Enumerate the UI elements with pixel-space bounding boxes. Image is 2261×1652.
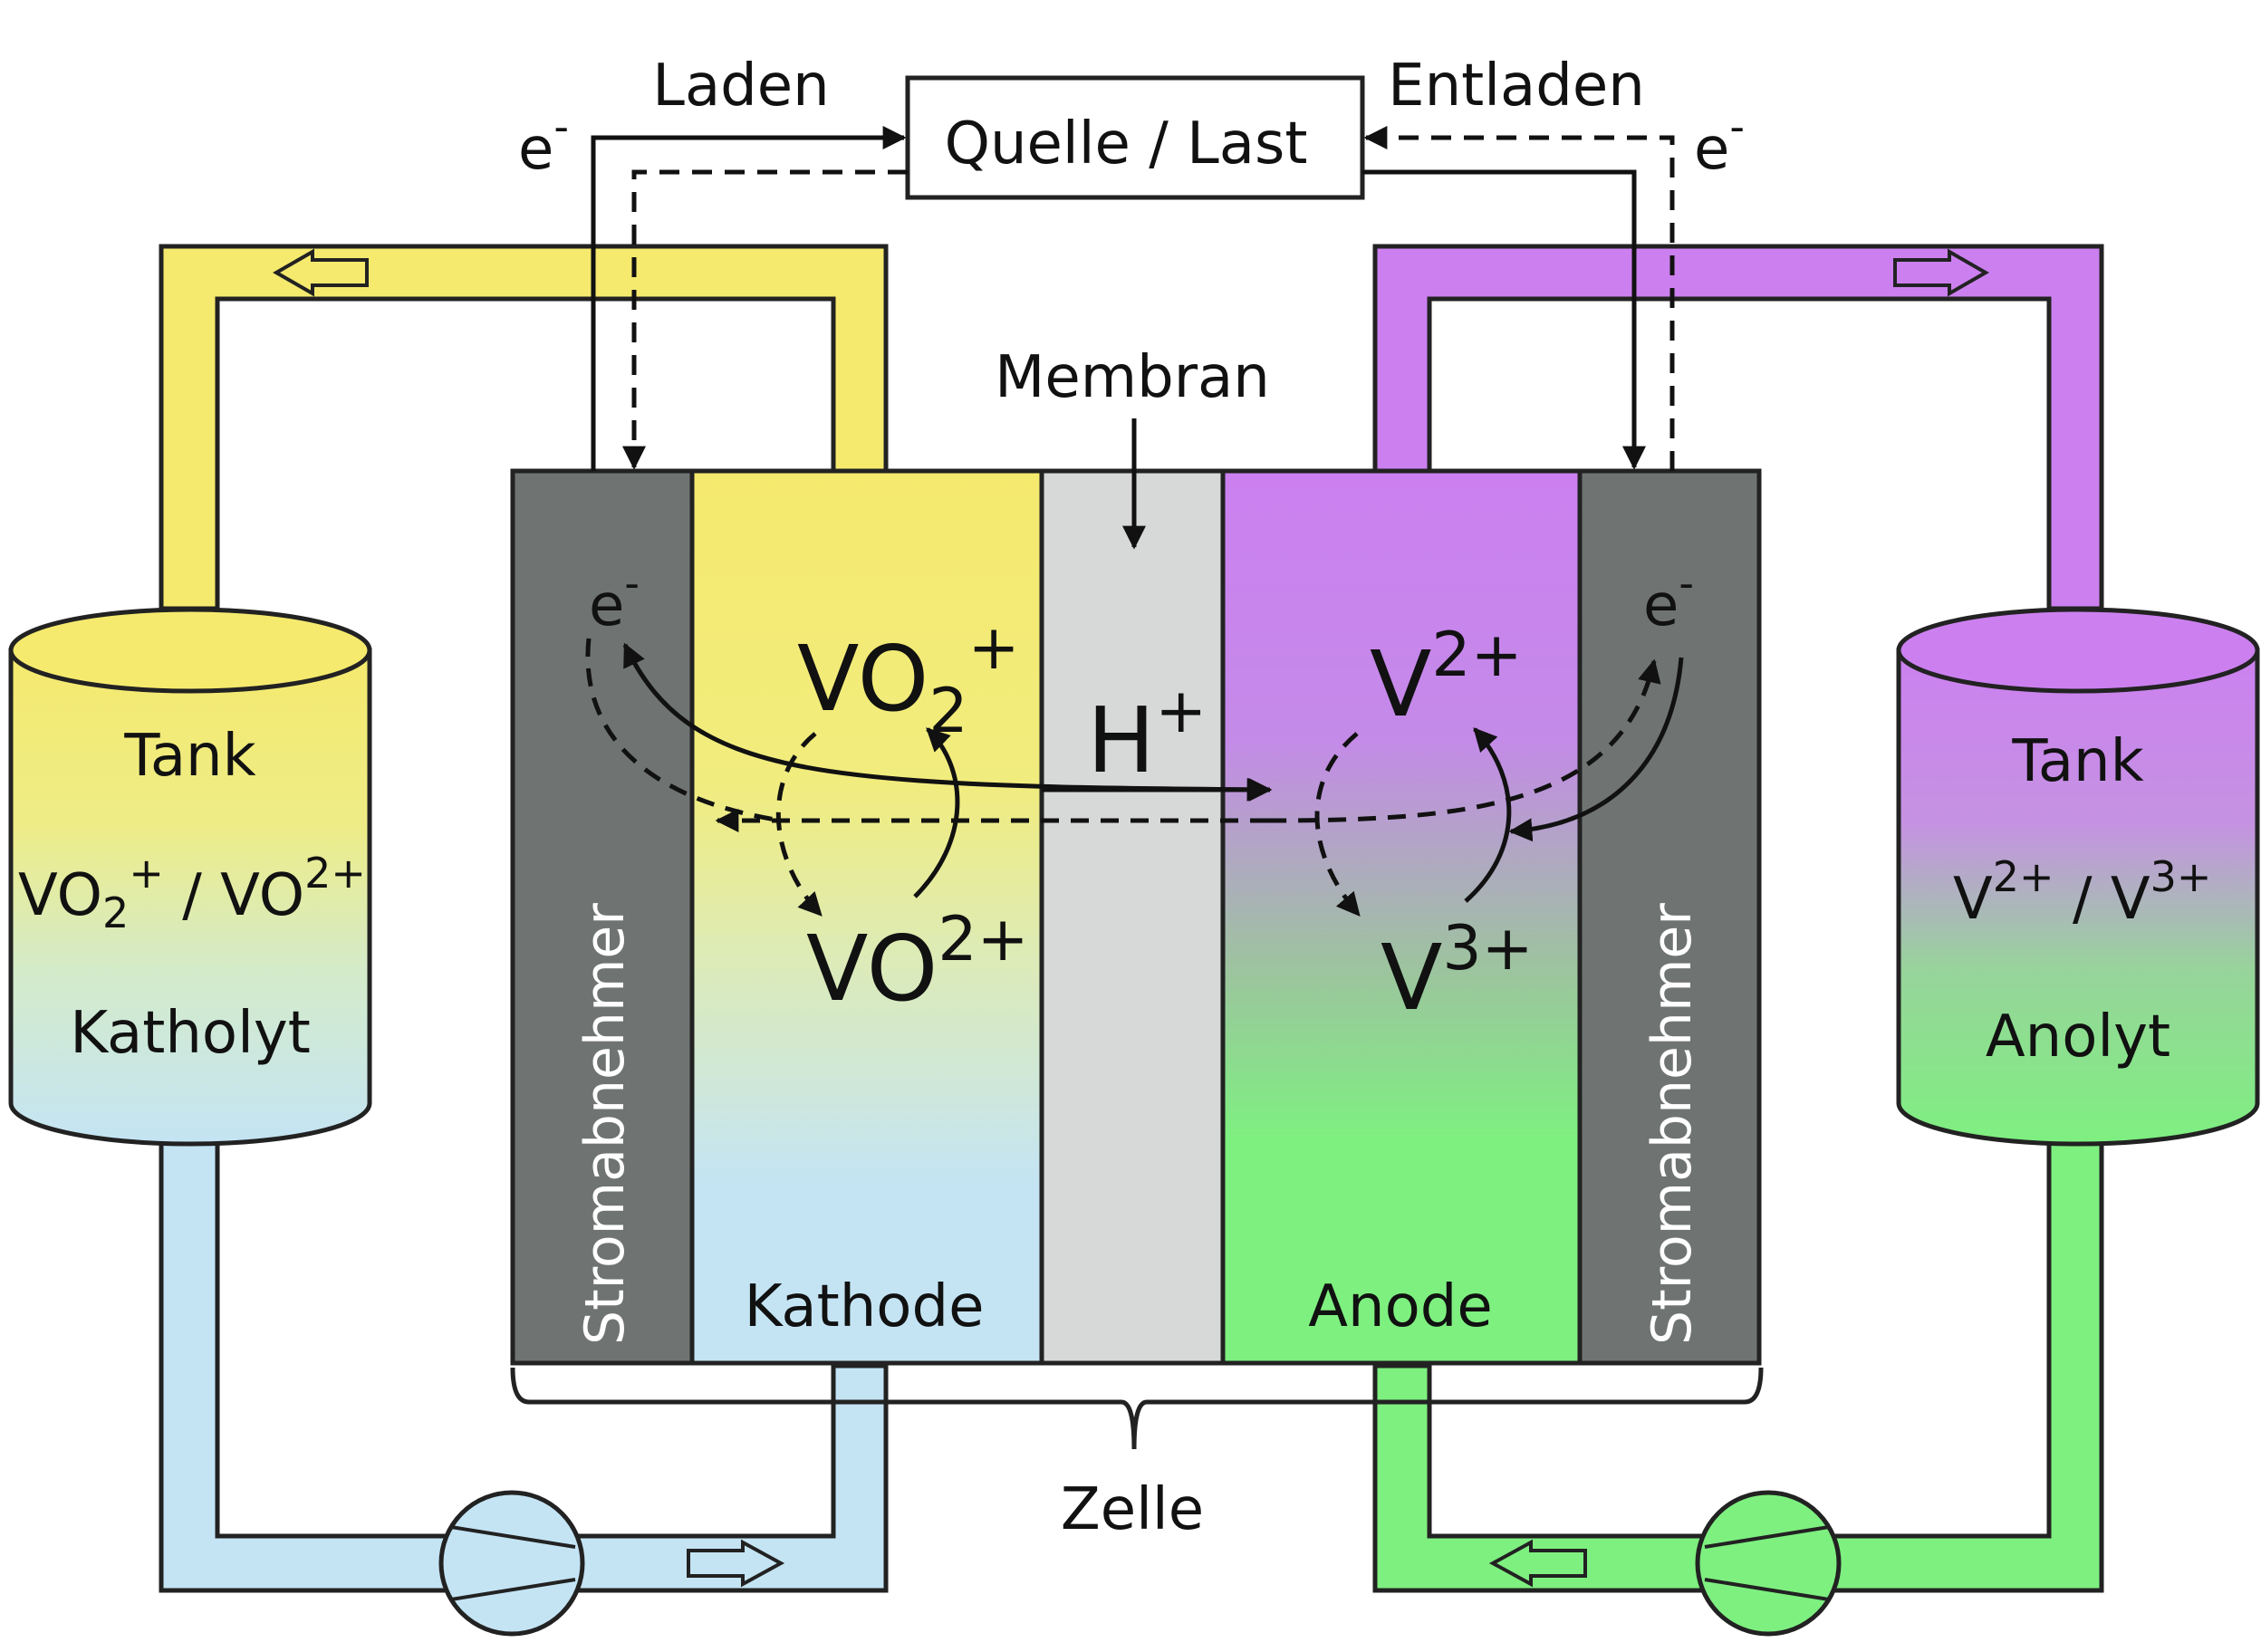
discharge-electron-path-left <box>585 638 782 823</box>
discharge-electron-path-right <box>1267 658 1661 823</box>
catholyte-tank <box>8 607 372 1147</box>
flow-arrow-catholyte-top <box>272 248 369 297</box>
cell <box>510 468 1762 1366</box>
electron-label-top-right: e- <box>1694 102 1745 183</box>
flow-arrow-catholyte-bottom <box>687 1539 785 1588</box>
flow-arrow-anolyte-bottom <box>1488 1539 1587 1588</box>
discharge-arc-cathode <box>775 732 823 917</box>
species-v-3plus: V3+ <box>1381 913 1534 1031</box>
anode-region <box>1223 471 1580 1363</box>
anolyte-pump-icon <box>1695 1490 1842 1637</box>
discharge-wire-right <box>1363 126 1675 471</box>
label-membran: Membran <box>995 344 1270 411</box>
species-h-plus: H+ <box>1087 676 1207 793</box>
charge-arc-cathode <box>913 727 960 898</box>
catholyte-bottom-pipe <box>159 1138 889 1593</box>
label-laden: Laden <box>652 53 829 120</box>
label-anode: Anode <box>1308 1273 1493 1340</box>
electron-label-top-left: e- <box>518 102 569 183</box>
flow-arrow-anolyte-top <box>1893 248 1990 297</box>
anolyte-tank <box>1896 607 2260 1147</box>
tank-left-formula: VO2+ / VO2+ <box>18 849 366 937</box>
label-kathode: Kathode <box>745 1273 985 1340</box>
species-vo-2plus: VO2+ <box>806 904 1029 1022</box>
current-collector-right <box>1580 471 1759 1363</box>
charge-arc-anode <box>1464 727 1512 903</box>
discharge-wire-left <box>622 169 908 470</box>
cathode-region <box>692 471 1042 1363</box>
label-stromabnehmer-right: Stromabnehmer <box>1640 903 1704 1345</box>
catholyte-pump-icon <box>438 1490 585 1637</box>
charge-wire-left <box>591 126 907 471</box>
charge-wire-right <box>1362 169 1646 470</box>
tank-left-title: Tank <box>123 723 255 790</box>
discharge-arc-anode <box>1314 732 1361 917</box>
label-stromabnehmer-left: Stromabnehmer <box>573 903 637 1345</box>
tank-right-formula: V2+ / V3+ <box>1953 852 2211 933</box>
species-vo2-plus: VO2+ <box>797 612 1020 747</box>
species-v-2plus: V2+ <box>1370 620 1523 737</box>
tank-left-name: Katholyt <box>70 1000 311 1067</box>
tank-right-name: Anolyt <box>1986 1004 2170 1071</box>
label-zelle: Zelle <box>1061 1476 1204 1543</box>
anolyte-bottom-pipe <box>1372 1138 2104 1593</box>
electron-label-cell-right: e- <box>1643 559 1694 639</box>
charge-electron-path-right <box>1508 657 1684 842</box>
cell-bracket <box>510 1367 1764 1450</box>
label-source-load: Quelle / Last <box>945 110 1308 178</box>
membrane <box>1042 471 1223 1363</box>
tank-right-title: Tank <box>2011 728 2143 795</box>
electron-label-cell-left: e- <box>589 559 640 639</box>
current-collector-left <box>513 471 692 1363</box>
label-entladen: Entladen <box>1388 53 1645 120</box>
source-load-box <box>905 75 1365 200</box>
